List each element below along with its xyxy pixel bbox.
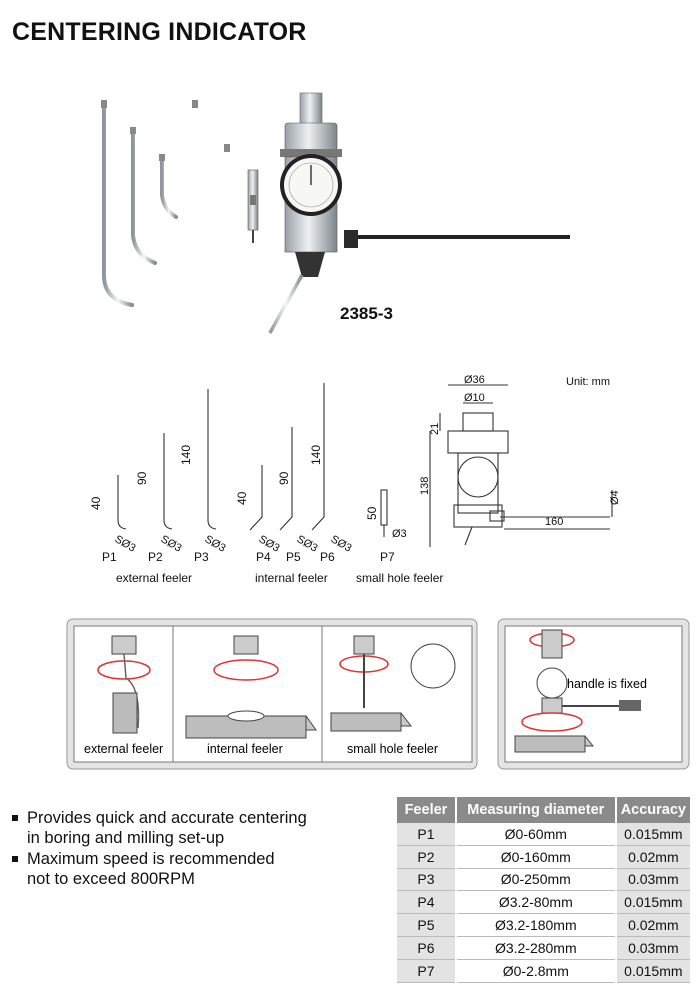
table-row: P5 Ø3.2-180mm 0.02mm — [397, 913, 690, 937]
svg-text:138: 138 — [419, 477, 431, 495]
svg-text:P7: P7 — [380, 550, 395, 564]
page-title: CENTERING INDICATOR — [12, 18, 307, 46]
handle-fixed-label: handle is fixed — [567, 677, 647, 691]
svg-text:P4: P4 — [256, 550, 271, 564]
svg-text:internal feeler: internal feeler — [255, 571, 328, 585]
usage-small-hole-label: small hole feeler — [347, 742, 438, 756]
spec-table: Feeler Measuring diameter Accuracy P1 Ø0… — [397, 797, 690, 983]
indicator-body — [268, 92, 570, 334]
handle-fixed-illustration — [513, 629, 641, 753]
feeler-length-labels: 40 90 140 40 90 140 50 — [89, 445, 379, 520]
feature-list: Provides quick and accurate centering in… — [10, 808, 370, 890]
svg-text:P1: P1 — [102, 550, 117, 564]
header-accuracy: Accuracy — [615, 797, 690, 823]
feeler-group-labels: external feeler internal feeler small ho… — [116, 571, 443, 585]
table-row: P6 Ø3.2-280mm 0.03mm — [397, 936, 690, 960]
table-header-row: Feeler Measuring diameter Accuracy — [397, 797, 690, 823]
feature-item: Provides quick and accurate centering in… — [10, 808, 370, 848]
svg-text:external feeler: external feeler — [116, 571, 192, 585]
p2-length: 90 — [135, 471, 149, 485]
svg-text:P5: P5 — [286, 550, 301, 564]
svg-text:small hole feeler: small hole feeler — [356, 571, 443, 585]
usage-external-illustration — [97, 635, 151, 734]
svg-text:Ø10: Ø10 — [464, 392, 485, 404]
body-dimensions: Ø36 Ø10 21 138 Ø4 160 Unit: mm — [419, 374, 621, 528]
usage-external-label: external feeler — [84, 742, 163, 756]
handle-panel: handle is fixed — [497, 618, 690, 770]
p3-length: 140 — [179, 445, 193, 465]
p5-length: 90 — [277, 471, 291, 485]
svg-text:Ø36: Ø36 — [464, 374, 485, 386]
table-row: P4 Ø3.2-80mm 0.015mm — [397, 890, 690, 915]
p4-length: 40 — [235, 491, 249, 505]
table-row: P1 Ø0-60mm 0.015mm — [397, 823, 690, 846]
p1-length: 40 — [89, 496, 103, 510]
usage-internal-label: internal feeler — [207, 742, 283, 756]
svg-text:P6: P6 — [320, 550, 335, 564]
p6-length: 140 — [309, 445, 323, 465]
feeler-codes: P1 P2 P3 P4 P5 P6 P7 — [102, 550, 395, 564]
svg-text:Ø3: Ø3 — [392, 528, 407, 540]
svg-text:21: 21 — [429, 423, 441, 435]
table-row: P3 Ø0-250mm 0.03mm — [397, 868, 690, 892]
table-row: P7 Ø0-2.8mm 0.015mm — [397, 959, 690, 983]
header-measuring-diameter: Measuring diameter — [455, 797, 617, 823]
bullet-icon — [12, 856, 18, 862]
product-photo — [101, 92, 570, 334]
svg-text:P3: P3 — [194, 550, 209, 564]
dimension-drawing: 40 90 140 40 90 140 50 SØ3 SØ3 SØ3 SØ3 S… — [89, 374, 621, 585]
small-hole-feeler — [247, 169, 259, 243]
model-number: 2385-3 — [340, 304, 393, 323]
bullet-icon — [12, 815, 18, 821]
svg-text:Ø4: Ø4 — [609, 490, 621, 505]
usage-panel: external feeler internal feeler small ho… — [66, 618, 478, 770]
p7-length: 50 — [365, 506, 379, 520]
svg-text:160: 160 — [545, 516, 563, 528]
svg-text:P2: P2 — [148, 550, 163, 564]
feature-item: Maximum speed is recommended not to exce… — [10, 849, 370, 889]
feeler-rods — [102, 101, 229, 307]
table-row: P2 Ø0-160mm 0.02mm — [397, 845, 690, 869]
usage-small-hole-illustration — [329, 635, 456, 732]
header-feeler: Feeler — [397, 797, 457, 823]
unit-label: Unit: mm — [566, 376, 610, 388]
usage-internal-illustration — [185, 635, 317, 739]
